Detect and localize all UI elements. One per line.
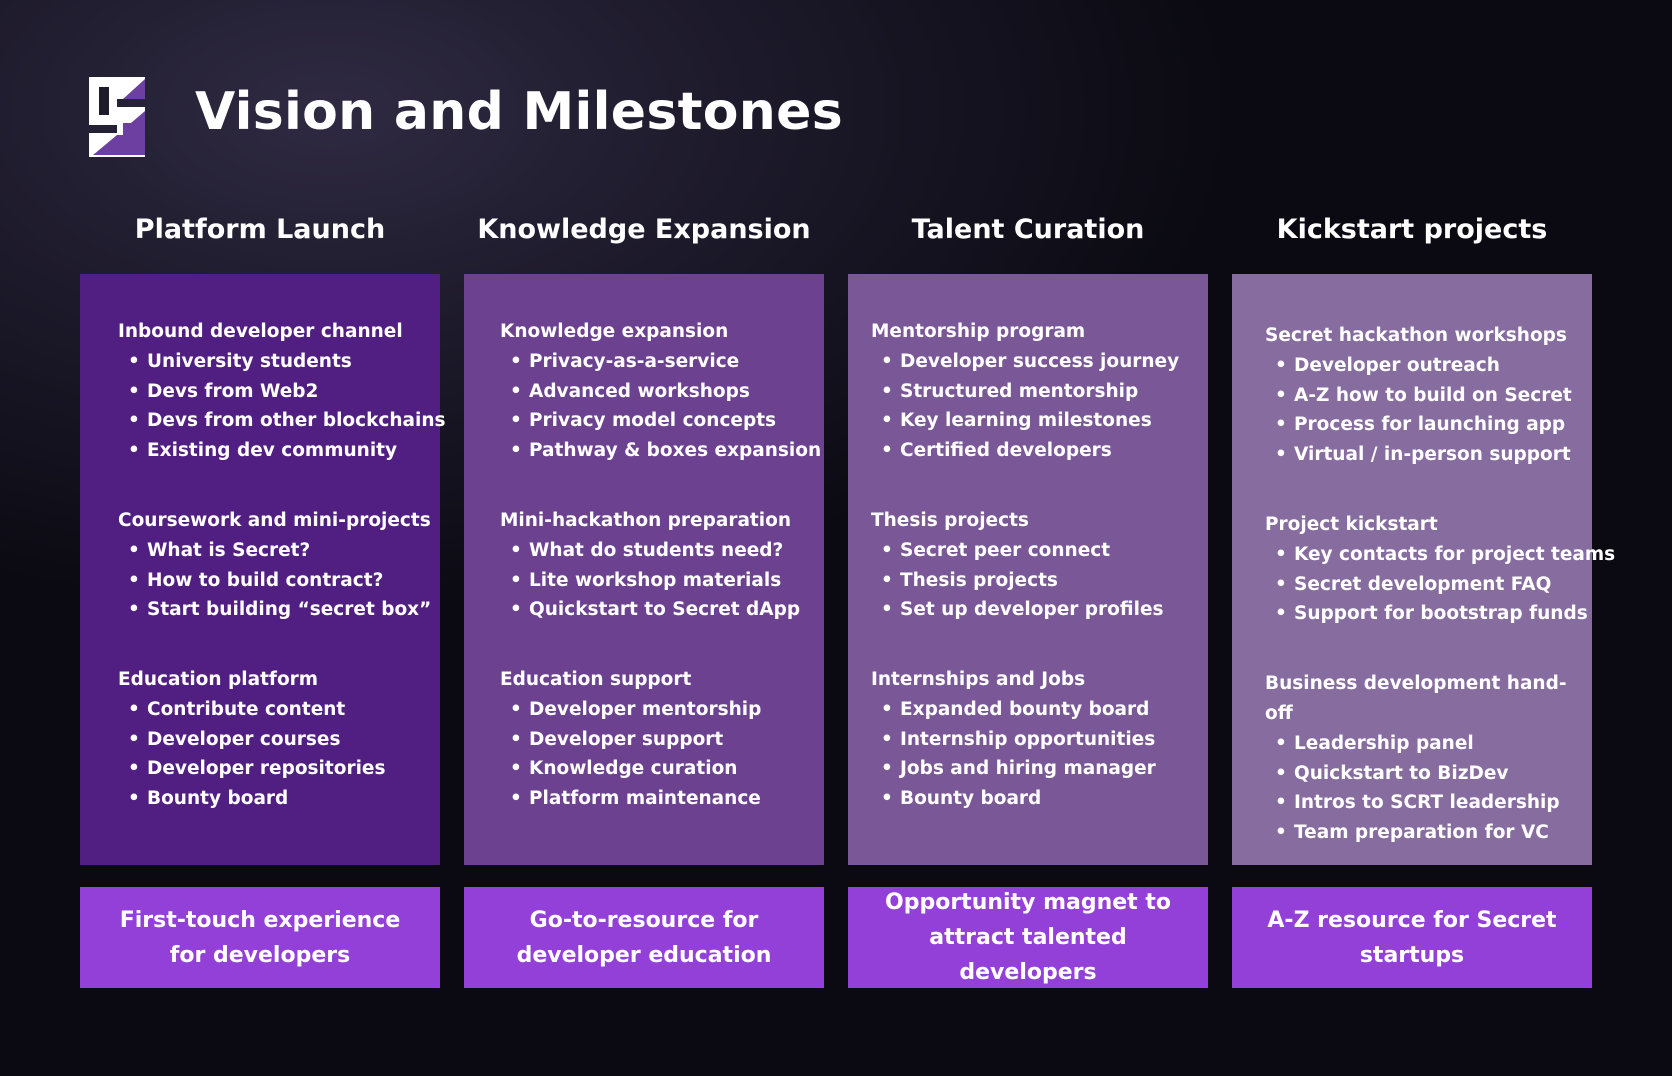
bullet-item: Structured mentorship bbox=[871, 377, 1208, 407]
milestone-group: Education supportDeveloper mentorshipDev… bbox=[500, 665, 824, 814]
bullet-item: Support for bootstrap funds bbox=[1265, 599, 1592, 629]
group-heading: Education support bbox=[500, 668, 692, 690]
milestone-card: Knowledge expansionPrivacy-as-a-serviceA… bbox=[464, 274, 824, 865]
bullet-item: A-Z how to build on Secret bbox=[1265, 381, 1592, 411]
milestone-group: Mini-hackathon preparationWhat do studen… bbox=[500, 506, 824, 625]
secret-logo-icon bbox=[89, 77, 145, 157]
bullet-item: Developer repositories bbox=[118, 754, 440, 784]
group-heading: Business development hand-off bbox=[1265, 672, 1567, 724]
bullet-item: Advanced workshops bbox=[500, 377, 824, 407]
bullet-item: Internship opportunities bbox=[871, 725, 1208, 755]
group-heading: Inbound developer channel bbox=[118, 321, 403, 342]
column-outcome: First-touch experience for developers bbox=[80, 887, 440, 988]
bullet-item: Platform maintenance bbox=[500, 784, 824, 814]
group-heading: Mentorship program bbox=[871, 321, 1086, 342]
bullet-item: Devs from other blockchains bbox=[118, 406, 446, 436]
bullet-item: Privacy model concepts bbox=[500, 406, 824, 436]
column-outcome: Opportunity magnet to attract talented d… bbox=[848, 887, 1208, 988]
milestone-card: Mentorship programDeveloper success jour… bbox=[848, 274, 1208, 865]
group-heading: Mini-hackathon preparation bbox=[500, 509, 791, 531]
bullet-item: Lite workshop materials bbox=[500, 566, 824, 596]
milestone-group: Mentorship programDeveloper success jour… bbox=[871, 317, 1208, 466]
bullet-item: Intros to SCRT leadership bbox=[1265, 788, 1592, 818]
group-heading: Knowledge expansion bbox=[500, 321, 729, 342]
bullet-item: Secret development FAQ bbox=[1265, 570, 1592, 600]
milestone-group: Education platformContribute contentDeve… bbox=[118, 665, 440, 814]
bullet-item: Certified developers bbox=[871, 436, 1208, 466]
bullet-item: What is Secret? bbox=[118, 536, 440, 566]
bullet-item: How to build contract? bbox=[118, 566, 440, 596]
milestone-group: Secret hackathon workshopsDeveloper outr… bbox=[1265, 321, 1592, 470]
bullet-item: Process for launching app bbox=[1265, 410, 1592, 440]
group-heading: Internships and Jobs bbox=[871, 668, 1086, 690]
bullet-item: Jobs and hiring manager bbox=[871, 754, 1208, 784]
group-heading: Coursework and mini-projects bbox=[118, 509, 431, 531]
bullet-item: Bounty board bbox=[118, 784, 440, 814]
bullet-item: Developer support bbox=[500, 725, 824, 755]
column-title: Knowledge Expansion bbox=[477, 214, 811, 245]
bullet-item: Existing dev community bbox=[118, 436, 440, 466]
milestone-group: Project kickstartKey contacts for projec… bbox=[1265, 510, 1615, 629]
milestone-group: Coursework and mini-projectsWhat is Secr… bbox=[118, 506, 440, 625]
bullet-item: Developer outreach bbox=[1265, 351, 1592, 381]
bullet-item: Devs from Web2 bbox=[118, 377, 440, 407]
bullet-item: Pathway & boxes expansion bbox=[500, 436, 824, 466]
bullet-item: Set up developer profiles bbox=[871, 595, 1208, 625]
milestone-card: Inbound developer channelUniversity stud… bbox=[80, 274, 446, 865]
milestone-card: Secret hackathon workshopsDeveloper outr… bbox=[1232, 274, 1615, 865]
column-title: Platform Launch bbox=[134, 214, 386, 245]
bullet-item: Contribute content bbox=[118, 695, 440, 725]
bullet-item: University students bbox=[118, 347, 440, 377]
milestone-group: Inbound developer channelUniversity stud… bbox=[118, 317, 446, 466]
column-title: Talent Curation bbox=[911, 214, 1145, 245]
bullet-item: Expanded bounty board bbox=[871, 695, 1208, 725]
bullet-item: Leadership panel bbox=[1265, 729, 1592, 759]
column-title: Kickstart projects bbox=[1276, 214, 1548, 245]
group-heading: Project kickstart bbox=[1265, 513, 1438, 535]
group-heading: Education platform bbox=[118, 668, 319, 690]
bullet-item: Privacy-as-a-service bbox=[500, 347, 824, 377]
milestone-group: Internships and JobsExpanded bounty boar… bbox=[871, 665, 1208, 814]
bullet-item: Developer success journey bbox=[871, 347, 1208, 377]
bullet-item: Developer mentorship bbox=[500, 695, 824, 725]
bullet-item: What do students need? bbox=[500, 536, 824, 566]
bullet-item: Key contacts for project teams bbox=[1265, 540, 1615, 570]
bullet-item: Quickstart to BizDev bbox=[1265, 759, 1592, 789]
bullet-item: Virtual / in-person support bbox=[1265, 440, 1592, 470]
page-title: Vision and Milestones bbox=[195, 82, 843, 142]
milestone-group: Knowledge expansionPrivacy-as-a-serviceA… bbox=[500, 317, 824, 466]
group-heading: Secret hackathon workshops bbox=[1265, 325, 1567, 346]
bullet-item: Thesis projects bbox=[871, 566, 1208, 596]
bullet-item: Bounty board bbox=[871, 784, 1208, 814]
bullet-item: Quickstart to Secret dApp bbox=[500, 595, 824, 625]
column-outcome: A-Z resource for Secret startups bbox=[1232, 887, 1592, 988]
column-outcome: Go-to-resource for developer education bbox=[464, 887, 824, 988]
bullet-item: Knowledge curation bbox=[500, 754, 824, 784]
bullet-item: Start building “secret box” bbox=[118, 595, 440, 625]
bullet-item: Key learning milestones bbox=[871, 406, 1208, 436]
bullet-item: Team preparation for VC bbox=[1265, 818, 1592, 848]
bullet-item: Developer courses bbox=[118, 725, 440, 755]
milestone-group: Business development hand-offLeadership … bbox=[1265, 669, 1592, 848]
bullet-item: Secret peer connect bbox=[871, 536, 1208, 566]
group-heading: Thesis projects bbox=[871, 509, 1029, 531]
